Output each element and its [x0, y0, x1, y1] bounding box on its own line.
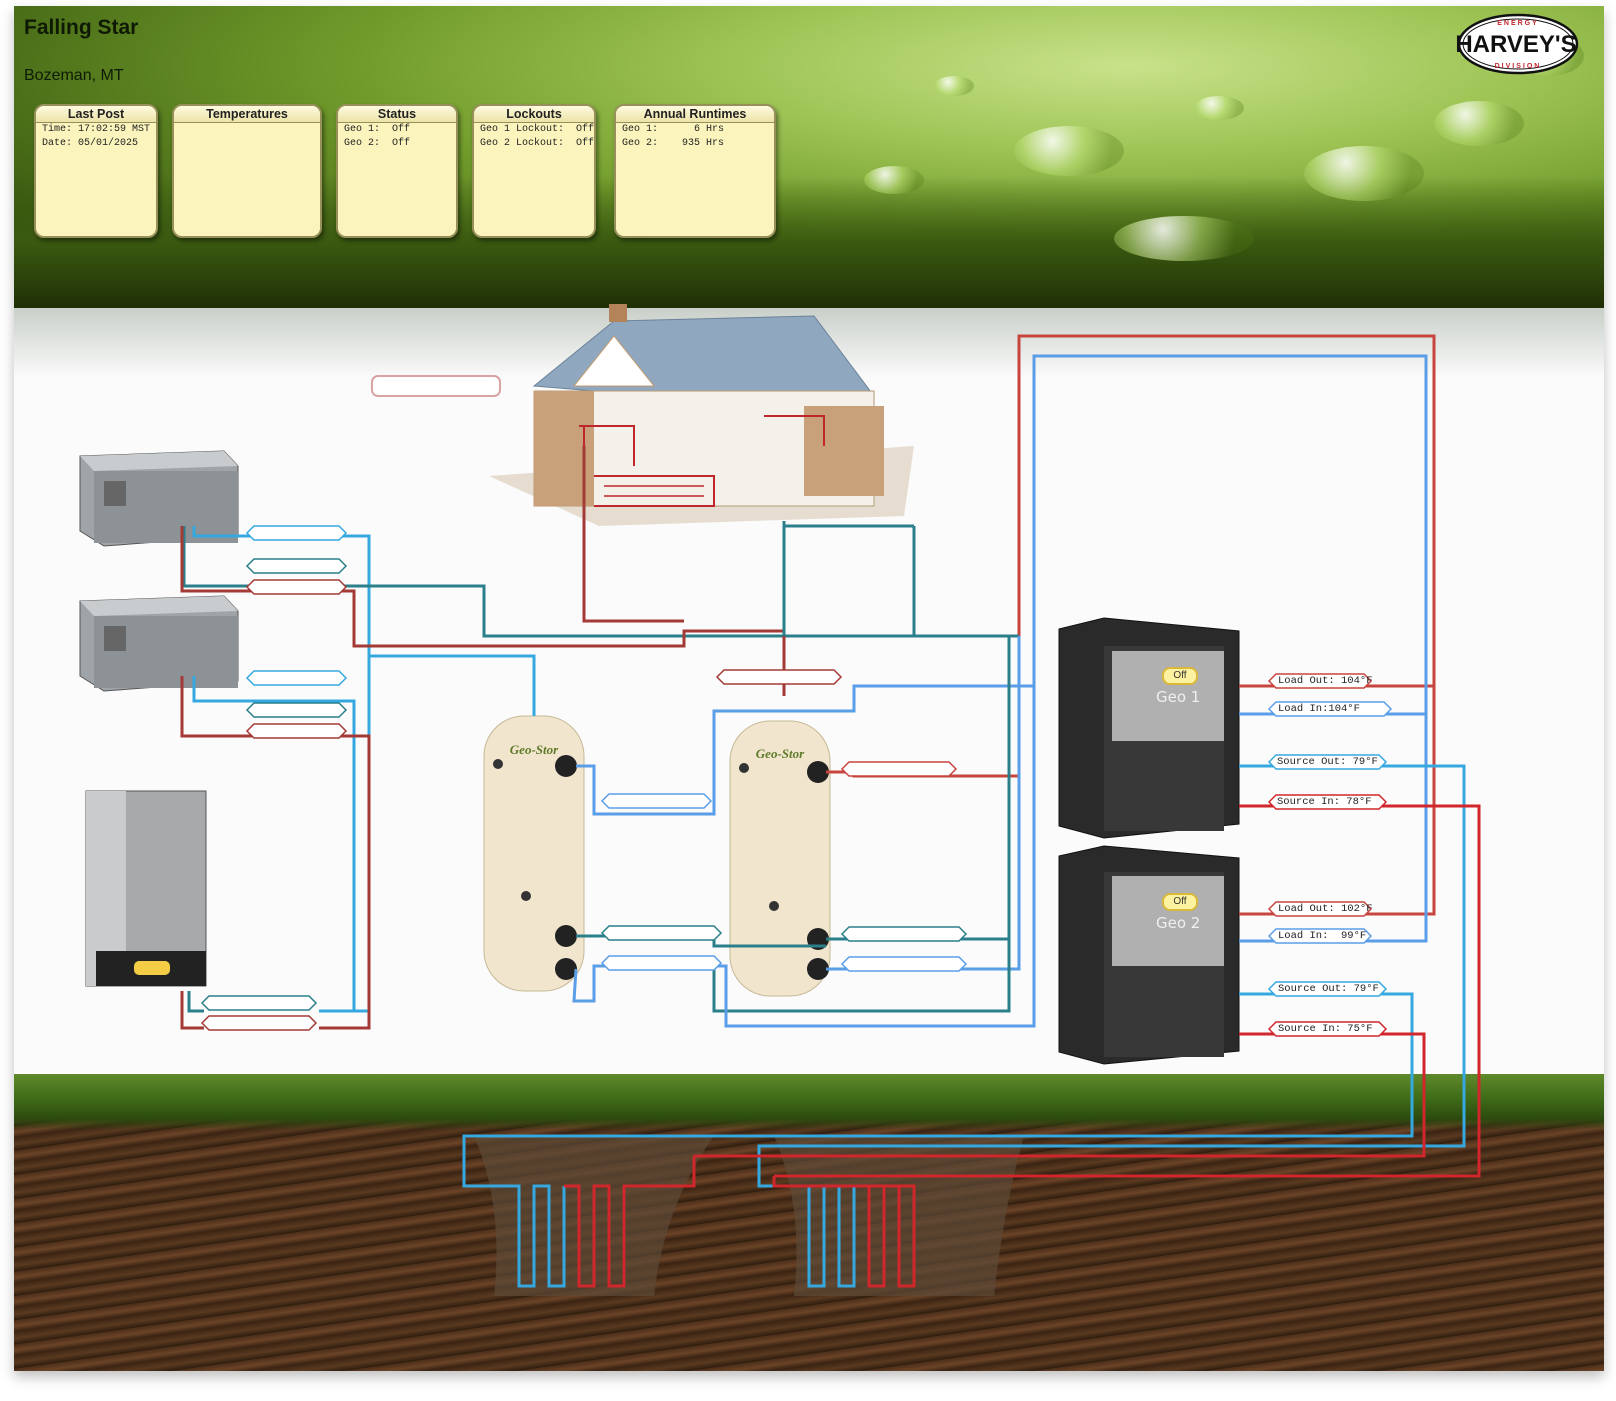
sensor-tag [245, 558, 348, 574]
geo-stor-tank-1: Geo-Stor [483, 715, 585, 992]
site-name: Falling Star [24, 16, 139, 39]
sensor-tag [200, 995, 318, 1011]
sensor-tag [600, 925, 723, 941]
header-banner: Falling Star Bozeman, MT ENERGY HARVEY'S… [14, 6, 1604, 308]
sensor-tag [840, 926, 968, 942]
panel-line: Geo 1 Lockout: Off [480, 124, 595, 135]
panel-line: Geo 2: 935 Hrs [622, 138, 725, 149]
sensor-tag [245, 702, 348, 718]
boiler-icon [85, 790, 207, 987]
sensor-tag [245, 525, 348, 541]
sensor-tag [600, 793, 713, 809]
air-handler-1 [79, 450, 239, 547]
geo2-label: Geo 2 [1156, 914, 1201, 932]
geo-stor-tank-2: Geo-Stor [729, 720, 831, 997]
geo1-label: Geo 1 [1156, 688, 1201, 706]
geo2-status-badge: Off [1162, 893, 1198, 911]
sensor-tag [600, 955, 723, 971]
panel-line: Geo 1: 6 Hrs [622, 124, 725, 135]
sensor-tag [715, 669, 843, 685]
water-drop [1014, 126, 1124, 176]
geo1-status-badge: Off [1162, 667, 1198, 685]
grass-layer [14, 1074, 1604, 1130]
geo1-source-in: Source In: 78°F [1277, 796, 1372, 808]
boiler-return [187, 991, 204, 1013]
water-drop [934, 76, 974, 96]
geo1-source-out: Source Out: 79°F [1277, 756, 1378, 768]
sensor-tags [200, 525, 968, 1031]
ground-loop-2 [757, 1171, 916, 1288]
water-drop [1114, 216, 1254, 261]
annual-runtimes-panel: Annual Runtimes Geo 1: 6 Hrs Geo 2: 935 … [614, 104, 776, 238]
svg-text:ENERGY: ENERGY [1497, 20, 1539, 27]
sensor-tag [200, 1015, 318, 1031]
air-handler-2 [79, 595, 239, 692]
harveys-logo: ENERGY HARVEY'S DIVISION [1456, 13, 1579, 75]
panel-line: Geo 2: Off [344, 138, 411, 149]
geo2-source-in: Source In: 75°F [1278, 1023, 1373, 1035]
boiler-supply [180, 991, 204, 1030]
house-return [782, 521, 916, 636]
ground-loop-1 [462, 1156, 696, 1288]
site-location: Bozeman, MT [24, 67, 124, 84]
last-post-panel: Last Post Time: 17:02:59 MST Date: 05/01… [34, 104, 158, 238]
panel-line: Date: 05/01/2025 [42, 138, 139, 149]
geo-heat-pump-1 [1058, 617, 1240, 839]
hot-loop-supply [1017, 334, 1436, 776]
temperatures-panel: Temperatures [172, 104, 322, 238]
water-drop [864, 166, 924, 194]
tank1-top-pipe [369, 654, 536, 716]
panel-title: Annual Runtimes [616, 106, 774, 123]
svg-text:Geo-Stor: Geo-Stor [510, 742, 559, 757]
sensor-tag [245, 579, 348, 595]
ah2-hot [180, 676, 371, 1030]
house-hot [582, 446, 684, 623]
geo1-load-in: Load In:104°F [1278, 703, 1360, 715]
status-panel: Status Geo 1: Off Geo 2: Off [336, 104, 458, 238]
geo1-load-out: Load Out: 104°F [1278, 675, 1373, 687]
sensor-tag [840, 761, 958, 777]
tank-link-pipe [576, 684, 1034, 816]
sensor-tag [245, 670, 348, 686]
geo-value-tags [1267, 673, 1393, 1037]
geo2-load-in: Load In: 99°F [1278, 930, 1367, 942]
geo-heat-pump-2 [1058, 845, 1240, 1065]
ah1-return [182, 526, 1019, 638]
panel-title: Status [338, 106, 456, 123]
water-drop [1304, 146, 1424, 201]
water-drop [1194, 96, 1244, 120]
svg-text:Geo-Stor: Geo-Stor [756, 746, 805, 761]
svg-text:HARVEY'S: HARVEY'S [1456, 31, 1577, 58]
ah2-supply [192, 676, 356, 1011]
panel-line: Geo 1: Off [344, 124, 411, 135]
geo2-source-out: Source Out: 79°F [1278, 983, 1379, 995]
house-temp-tag [371, 375, 501, 397]
panel-title: Last Post [36, 106, 156, 123]
source-out-1 [757, 764, 1466, 1171]
house-icon [489, 304, 914, 526]
ah1-supply [192, 526, 371, 1013]
panel-line: Geo 2 Lockout: Off [480, 138, 595, 149]
water-drop [1434, 101, 1524, 146]
sensor-tag [245, 723, 348, 739]
panel-line: Time: 17:02:59 MST [42, 124, 151, 135]
geo2-load-out: Load Out: 102°F [1278, 903, 1373, 915]
dashboard-frame: Falling Star Bozeman, MT ENERGY HARVEY'S… [14, 6, 1604, 1371]
hydronic-diagram: Geo-Stor Geo-Stor [79, 304, 1481, 1296]
lockouts-panel: Lockouts Geo 1 Lockout: Off Geo 2 Lockou… [472, 104, 596, 238]
panel-title: Temperatures [174, 106, 320, 123]
svg-text:DIVISION: DIVISION [1495, 63, 1542, 70]
sensor-tag [840, 956, 968, 972]
panel-title: Lockouts [474, 106, 594, 123]
ah1-hot [180, 526, 786, 696]
